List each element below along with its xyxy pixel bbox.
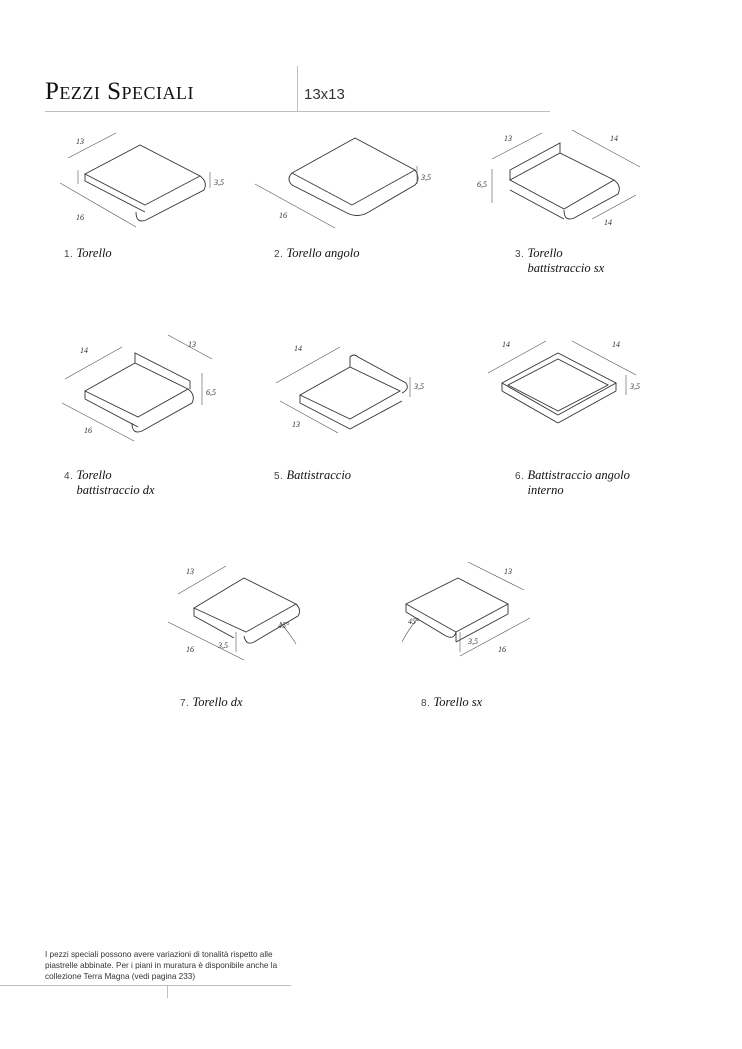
caption-line: Torello angolo bbox=[286, 246, 360, 260]
dim-label: 13 bbox=[504, 134, 512, 143]
battistraccio-drawing: 14 3,5 13 bbox=[275, 344, 424, 434]
caption-torello-battistraccio-dx: 4. Torello battistraccio dx bbox=[64, 468, 155, 498]
caption-label: Torello dx bbox=[192, 695, 242, 710]
battistraccio-angolo-interno-drawing: 14 14 3,5 bbox=[487, 340, 640, 424]
caption-line: battistraccio dx bbox=[76, 483, 155, 497]
figure-battistraccio-angolo-interno: 14 14 3,5 bbox=[480, 333, 650, 438]
caption-torello-battistraccio-sx: 3. Torello battistraccio sx bbox=[515, 246, 604, 276]
figure-torello-sx: 13 45° 3,5 16 bbox=[396, 560, 546, 665]
dim-label: 16 bbox=[84, 426, 92, 435]
figure-torello-battistraccio-sx: 13 14 6,5 14 bbox=[472, 125, 652, 235]
dim-label: 16 bbox=[498, 645, 506, 654]
dim-label: 13 bbox=[188, 340, 196, 349]
footer-note: I pezzi speciali possono avere variazion… bbox=[45, 950, 278, 981]
title-rule bbox=[45, 111, 550, 112]
dim-label: 14 bbox=[604, 218, 612, 227]
caption-torello-sx: 8. Torello sx bbox=[421, 695, 482, 711]
caption-label: Torello angolo bbox=[286, 246, 359, 261]
caption-torello-angolo: 2. Torello angolo bbox=[274, 246, 360, 262]
caption-label: Torello battistraccio sx bbox=[527, 246, 604, 276]
torello-angolo-drawing: 16 3,5 bbox=[254, 137, 431, 229]
caption-battistraccio-angolo-interno: 6. Battistraccio angolo interno bbox=[515, 468, 630, 498]
caption-line: Torello sx bbox=[433, 695, 483, 709]
torello-battistraccio-sx-drawing: 13 14 6,5 14 bbox=[477, 129, 641, 227]
caption-number: 4. bbox=[64, 471, 74, 482]
caption-number: 3. bbox=[515, 249, 525, 260]
caption-torello: 1. Torello bbox=[64, 246, 112, 262]
torello-dx-drawing: 13 45° 3,5 16 bbox=[167, 565, 301, 661]
footer-rule bbox=[0, 985, 291, 986]
caption-line: Battistraccio bbox=[286, 468, 352, 482]
dim-label: 6,5 bbox=[206, 388, 216, 397]
torello-sx-drawing: 13 45° 3,5 16 bbox=[401, 561, 531, 657]
caption-line: battistraccio sx bbox=[527, 261, 605, 275]
dim-label: 6,5 bbox=[477, 180, 487, 189]
dim-label: 16 bbox=[76, 213, 84, 222]
dim-label: 45° bbox=[278, 621, 290, 630]
caption-label: Torello battistraccio dx bbox=[76, 468, 154, 498]
caption-torello-dx: 7. Torello dx bbox=[180, 695, 243, 711]
footer-tick bbox=[167, 985, 168, 998]
dim-label: 13 bbox=[186, 567, 194, 576]
dim-label: 16 bbox=[279, 211, 287, 220]
dim-label: 14 bbox=[294, 344, 302, 353]
figure-torello-angolo: 16 3,5 bbox=[254, 128, 445, 238]
caption-label: Battistraccio bbox=[286, 468, 351, 483]
dim-label: 3,5 bbox=[420, 173, 431, 182]
dim-label: 3,5 bbox=[213, 178, 224, 187]
figure-torello-dx: 13 45° 3,5 16 bbox=[164, 560, 314, 665]
dim-label: 13 bbox=[76, 137, 84, 146]
caption-line: Torello dx bbox=[192, 695, 243, 709]
caption-number: 1. bbox=[64, 249, 74, 260]
torello-drawing: 13 16 3,5 bbox=[59, 132, 224, 228]
caption-label: Torello bbox=[76, 246, 111, 261]
dim-label: 14 bbox=[612, 340, 620, 349]
caption-label: Battistraccio angolo interno bbox=[527, 468, 629, 498]
caption-battistraccio: 5. Battistraccio bbox=[274, 468, 351, 484]
caption-number: 7. bbox=[180, 698, 190, 709]
dim-label: 14 bbox=[610, 134, 618, 143]
caption-number: 5. bbox=[274, 471, 284, 482]
dim-label: 3,5 bbox=[467, 637, 478, 646]
figure-torello-battistraccio-dx: 14 13 6,5 16 bbox=[60, 333, 230, 448]
figure-torello: 13 16 3,5 bbox=[59, 128, 230, 238]
dim-label: 3,5 bbox=[629, 382, 640, 391]
caption-number: 6. bbox=[515, 471, 525, 482]
caption-line: Torello bbox=[527, 246, 563, 260]
dim-label: 16 bbox=[186, 645, 194, 654]
caption-line: Battistraccio angolo bbox=[527, 468, 630, 482]
caption-number: 2. bbox=[274, 249, 284, 260]
dim-label: 13 bbox=[504, 567, 512, 576]
dim-label: 14 bbox=[502, 340, 510, 349]
caption-line: Torello bbox=[76, 468, 112, 482]
format-label: 13x13 bbox=[304, 86, 345, 103]
caption-line: interno bbox=[527, 483, 564, 497]
dim-label: 3,5 bbox=[217, 641, 228, 650]
figure-battistraccio: 14 3,5 13 bbox=[268, 333, 438, 438]
dim-label: 45° bbox=[408, 617, 420, 626]
torello-battistraccio-dx-drawing: 14 13 6,5 16 bbox=[61, 334, 216, 442]
dim-label: 13 bbox=[292, 420, 300, 429]
caption-line: Torello bbox=[76, 246, 112, 260]
title-vertical-rule bbox=[297, 66, 298, 111]
caption-label: Torello sx bbox=[433, 695, 482, 710]
page-title: Pezzi Speciali bbox=[45, 78, 195, 105]
dim-label: 14 bbox=[80, 346, 88, 355]
dim-label: 3,5 bbox=[413, 382, 424, 391]
caption-number: 8. bbox=[421, 698, 431, 709]
